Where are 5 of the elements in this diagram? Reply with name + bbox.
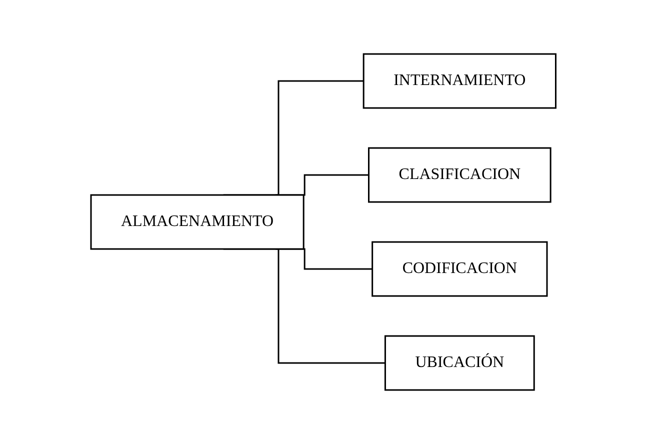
node-box: CODIFICACION <box>372 240 548 296</box>
node-box: CLASIFICACION <box>368 146 552 202</box>
node-box: UBICACIÓN <box>384 334 535 390</box>
node-box: INTERNAMIENTO <box>362 52 557 108</box>
node-box: ALMACENAMIENTO <box>90 194 304 250</box>
